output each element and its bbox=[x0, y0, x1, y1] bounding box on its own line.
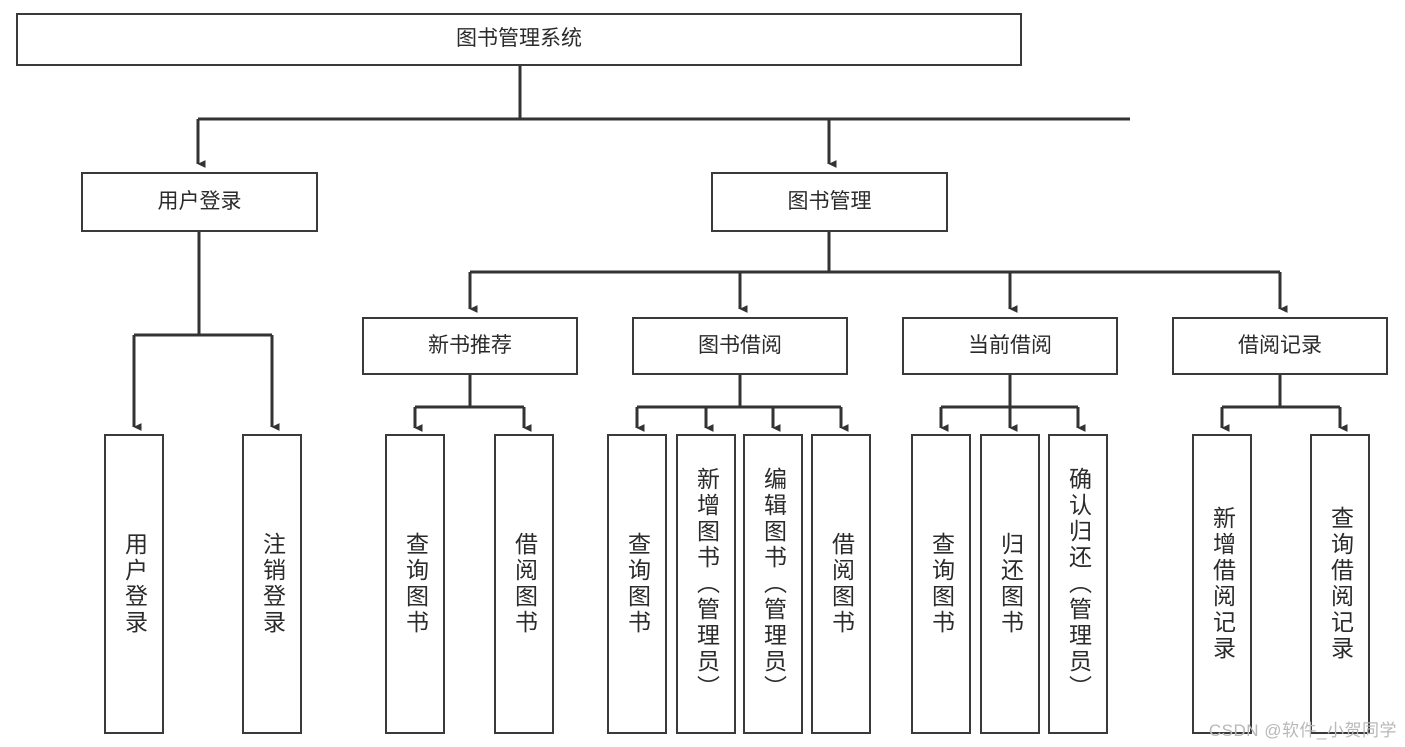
node-current-borrow-label: 当前借阅 bbox=[968, 333, 1052, 357]
node-root-system-label: 图书管理系统 bbox=[456, 27, 582, 51]
node-leaf-query-record-label: 查询借阅记录 bbox=[1327, 506, 1354, 662]
node-leaf-user-login-label: 用户登录 bbox=[121, 532, 148, 636]
node-leaf-confirm-return-label: 确认归还（管理员） bbox=[1065, 467, 1092, 701]
node-book-management-label: 图书管理 bbox=[787, 189, 872, 213]
node-leaf-edit-book[interactable]: 编辑图书（管理员） bbox=[743, 434, 803, 734]
node-leaf-add-record-label: 新增借阅记录 bbox=[1209, 506, 1236, 662]
node-leaf-return-book[interactable]: 归还图书 bbox=[980, 434, 1040, 734]
node-leaf-query-book-2[interactable]: 查询图书 bbox=[607, 434, 667, 734]
node-book-management[interactable]: 图书管理 bbox=[711, 172, 948, 232]
node-leaf-add-book[interactable]: 新增图书（管理员） bbox=[676, 434, 736, 734]
node-leaf-query-book-3-label: 查询图书 bbox=[928, 532, 955, 636]
node-root-system[interactable]: 图书管理系统 bbox=[16, 13, 1022, 66]
node-leaf-query-book-3[interactable]: 查询图书 bbox=[911, 434, 971, 734]
node-leaf-borrow-book-2[interactable]: 借阅图书 bbox=[811, 434, 871, 734]
node-current-borrow[interactable]: 当前借阅 bbox=[902, 317, 1118, 375]
node-user-login[interactable]: 用户登录 bbox=[81, 172, 318, 232]
node-leaf-borrow-book-2-label: 借阅图书 bbox=[828, 532, 855, 636]
node-new-book-recommend[interactable]: 新书推荐 bbox=[362, 317, 578, 375]
node-leaf-query-book-1[interactable]: 查询图书 bbox=[385, 434, 445, 734]
node-borrow-record-label: 借阅记录 bbox=[1238, 333, 1322, 357]
node-user-login-label: 用户登录 bbox=[157, 189, 242, 213]
node-book-borrow[interactable]: 图书借阅 bbox=[632, 317, 848, 375]
node-leaf-edit-book-label: 编辑图书（管理员） bbox=[760, 467, 787, 701]
node-leaf-logout[interactable]: 注销登录 bbox=[242, 434, 302, 734]
node-leaf-return-book-label: 归还图书 bbox=[997, 532, 1024, 636]
node-leaf-borrow-book-1[interactable]: 借阅图书 bbox=[494, 434, 554, 734]
node-leaf-user-login[interactable]: 用户登录 bbox=[104, 434, 164, 734]
node-leaf-add-book-label: 新增图书（管理员） bbox=[693, 467, 720, 701]
node-borrow-record[interactable]: 借阅记录 bbox=[1172, 317, 1388, 375]
node-leaf-confirm-return[interactable]: 确认归还（管理员） bbox=[1048, 434, 1108, 734]
node-book-borrow-label: 图书借阅 bbox=[698, 333, 782, 357]
node-leaf-query-record[interactable]: 查询借阅记录 bbox=[1310, 434, 1370, 734]
node-leaf-borrow-book-1-label: 借阅图书 bbox=[511, 532, 538, 636]
node-leaf-query-book-2-label: 查询图书 bbox=[624, 532, 651, 636]
node-leaf-add-record[interactable]: 新增借阅记录 bbox=[1192, 434, 1252, 734]
node-leaf-query-book-1-label: 查询图书 bbox=[402, 532, 429, 636]
node-new-book-recommend-label: 新书推荐 bbox=[428, 333, 512, 357]
node-leaf-logout-label: 注销登录 bbox=[259, 532, 286, 636]
